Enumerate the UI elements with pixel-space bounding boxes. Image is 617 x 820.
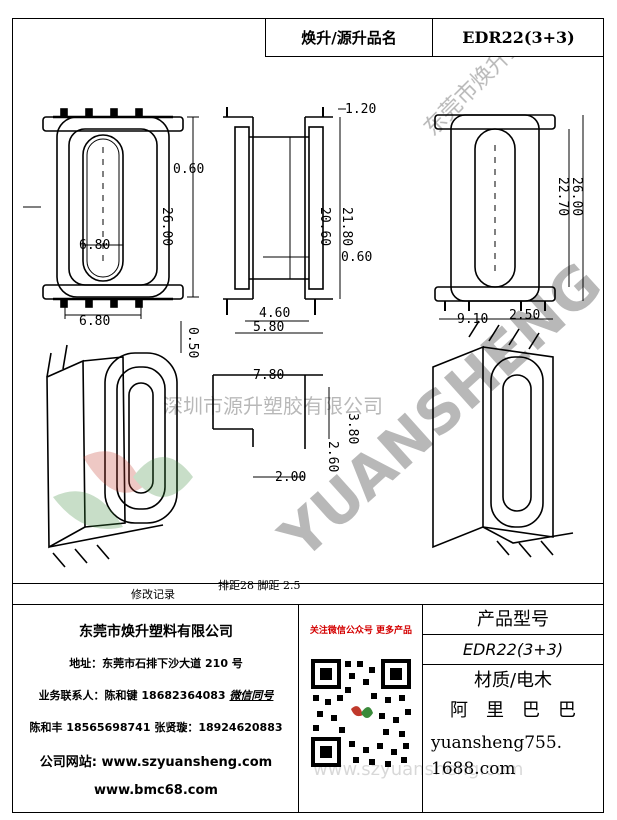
dim-9-10: 9.10 — [457, 312, 488, 327]
dim-0-60-b: 0.60 — [341, 250, 372, 265]
dimension-labels: 1.20 0.60 26.00 6.80 20.60 21.80 0.60 6.… — [79, 102, 584, 485]
dim-26-00-a: 26.00 — [159, 207, 174, 246]
side-view — [180, 107, 346, 353]
dim-4-60: 4.60 — [259, 306, 290, 321]
shop-watermark: www.szyuansheng.com — [313, 759, 524, 780]
front-view — [23, 108, 199, 319]
dim-2-50: 2.50 — [509, 308, 540, 323]
qr-code-icon[interactable] — [309, 657, 413, 769]
drawing-sheet: 焕升/源升品名 EDR22(3+3) — [12, 0, 615, 813]
dim-2-60: 2.60 — [325, 441, 340, 472]
iso-view-left — [46, 344, 178, 568]
technical-drawing: 1.20 0.60 26.00 6.80 20.60 21.80 0.60 6.… — [13, 0, 615, 592]
header-label: 焕升/源升品名 — [265, 19, 432, 57]
company-info: 东莞市焕升塑料有限公司 地址：东莞市石排下沙大道 210 号 业务联系人：陈和键… — [13, 605, 299, 812]
right-view — [434, 114, 584, 320]
product-alibaba: 阿 里 巴 巴 — [450, 700, 576, 721]
product-shop-url[interactable]: yuansheng755. — [431, 733, 563, 753]
pin-spacing-note: 排距28 脚距 2.5 — [218, 579, 301, 592]
dim-0-60-a: 0.60 — [173, 162, 204, 177]
company-contact-2: 陈和丰 18565698741 张贤璇：18924620883 — [29, 721, 283, 734]
company-website-2[interactable]: www.bmc68.com — [94, 783, 218, 798]
detail-view — [212, 374, 330, 478]
company-contact-1: 业务联系人：陈和键 18682364083 微信同号 — [38, 689, 274, 702]
product-material: 材质/电木 — [473, 670, 553, 691]
dim-7-80: 7.80 — [253, 368, 284, 383]
dim-22-70: 22.70 — [555, 177, 570, 216]
dim-20-60: 20.60 — [317, 207, 332, 246]
dim-1-20: 1.20 — [345, 102, 376, 117]
drawing-svg: 1.20 0.60 26.00 6.80 20.60 21.80 0.60 6.… — [23, 0, 615, 573]
product-type-value: EDR22(3+3) — [423, 635, 603, 665]
dim-0-50: 0.50 — [185, 327, 200, 358]
dim-2-00: 2.00 — [275, 470, 306, 485]
qr-panel: 关注微信公众号 更多产品 — [299, 605, 423, 812]
company-name: 东莞市焕升塑料有限公司 — [79, 624, 233, 640]
product-type-label: 产品型号 — [423, 605, 603, 635]
qr-caption: 关注微信公众号 更多产品 — [309, 626, 413, 636]
company-address: 地址：东莞市石排下沙大道 210 号 — [69, 657, 243, 670]
product-shop-url-2[interactable]: 1688.com — [431, 759, 516, 779]
watermark-logo-icon — [53, 451, 193, 529]
dim-6-80-a: 6.80 — [79, 238, 110, 253]
watermark-company: 深圳市源升塑胶有限公司 — [163, 394, 383, 418]
dim-21-80: 21.80 — [339, 207, 354, 246]
dim-26-00-b: 26.00 — [569, 177, 584, 216]
revision-label: 修改记录 — [131, 588, 175, 601]
company-website[interactable]: 公司网站: www.szyuansheng.com — [39, 755, 273, 770]
wechat-same-label: 微信同号 — [229, 689, 274, 702]
dim-3-80: 3.80 — [345, 413, 360, 444]
dim-6-80-b: 6.80 — [79, 314, 110, 329]
dim-5-80: 5.80 — [253, 320, 284, 335]
iso-view-right — [432, 320, 574, 558]
revision-record: 修改记录 — [13, 583, 603, 605]
product-info: 产品型号 EDR22(3+3) 材质/电木 阿 里 巴 巴 yuansheng7… — [423, 605, 603, 812]
header-model: EDR22(3+3) — [432, 19, 604, 57]
